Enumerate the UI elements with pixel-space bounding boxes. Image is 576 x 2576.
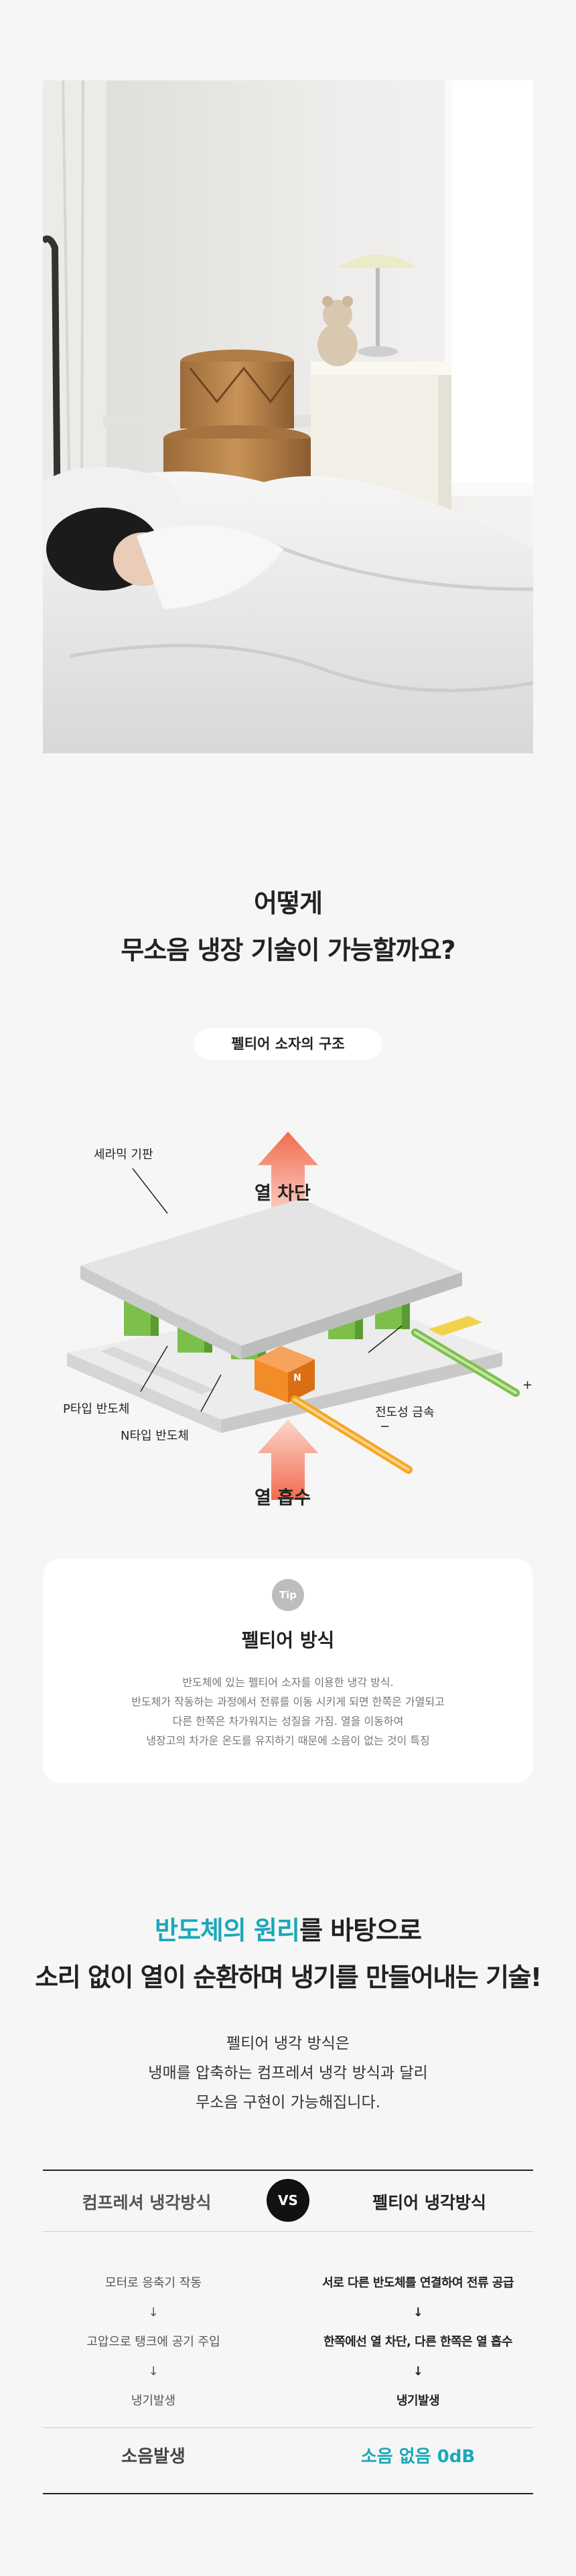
peltier-diagram: 세라믹 기판 열 차단 P타입 반도체 N타입 반도체 전도성 금속 + − N… <box>0 1065 576 1533</box>
compressor-title: 컴프레셔 냉각방식 <box>82 2193 212 2212</box>
heat-absorb-arrow <box>258 1420 318 1500</box>
peltier-result: 소음 없음 0dB <box>360 2447 476 2467</box>
peltier-steps: 서로 다른 반도체를 연결하여 전류 공급 ↓ 한쪽에선 열 차단, 다른 한쪽… <box>297 2269 538 2416</box>
vs-badge: VS <box>267 2179 309 2222</box>
tip-badge: Tip <box>272 1579 304 1611</box>
compressor-step: 고압으로 탱크에 공기 주입 <box>86 2335 220 2349</box>
conductive-metal-label: 전도성 금속 <box>375 1406 435 1420</box>
tip-line: 냉장고의 차가운 온도를 유지하기 때문에 소음이 없는 것이 특징 <box>146 1734 430 1747</box>
principle-line-1: 반도체의 원리를 바탕으로 <box>0 1910 576 1947</box>
structure-pill: 펠티어 소자의 구조 <box>194 1028 382 1060</box>
arrow-down: ↓ <box>148 2305 159 2320</box>
question-line-1: 어떻게 <box>254 889 323 918</box>
ceramic-label: 세라믹 기판 <box>94 1148 153 1162</box>
question-line-2: 무소음 냉장 기술이 가능할까요? <box>121 935 455 965</box>
arrow-down: ↓ <box>148 2364 159 2378</box>
principle-description: 펠티어 냉각 방식은 냉매를 압축하는 컴프레셔 냉각 방식과 달리 무소음 구… <box>0 2029 576 2117</box>
compressor-step: 냉기발생 <box>131 2394 176 2408</box>
table-header-divider <box>43 2231 533 2232</box>
tip-line: 반도체가 작동하는 과정에서 전류를 이동 시키게 되면 한쪽은 가열되고 <box>131 1695 445 1708</box>
table-result-divider <box>43 2427 533 2428</box>
comparison-table: 컴프레셔 냉각방식 VS 펠티어 냉각방식 모터로 응축기 작동 ↓ 고압으로 … <box>43 2170 533 2494</box>
arrow-down: ↓ <box>413 2305 423 2320</box>
peltier-step: 냉기발생 <box>396 2394 440 2408</box>
peltier-step: 서로 다른 반도체를 연결하여 전류 공급 <box>322 2276 514 2290</box>
peltier-step: 한쪽에선 열 차단, 다른 한쪽은 열 흡수 <box>323 2335 512 2349</box>
principle-accent: 반도체의 원리 <box>154 1916 300 1945</box>
principle-line-1-rest: 를 바탕으로 <box>299 1916 422 1945</box>
compressor-step: 모터로 응축기 작동 <box>105 2276 202 2290</box>
principle-desc-line: 무소음 구현이 가능해집니다. <box>196 2094 380 2111</box>
table-top-border <box>43 2170 533 2171</box>
heat-absorb-label: 열 흡수 <box>255 1488 311 1509</box>
minus-sign: − <box>380 1420 390 1434</box>
principle-desc-line: 펠티어 냉각 방식은 <box>226 2035 350 2052</box>
n-marker: N <box>293 1373 301 1383</box>
p-type-label: P타입 반도체 <box>63 1402 130 1416</box>
peltier-title: 펠티어 냉각방식 <box>372 2193 486 2212</box>
tip-body: 반도체에 있는 펠티어 소자를 이용한 냉각 방식. 반도체가 작동하는 과정에… <box>43 1673 533 1750</box>
heat-block-label: 열 차단 <box>255 1183 311 1204</box>
principle-desc-line: 냉매를 압축하는 컴프레셔 냉각 방식과 달리 <box>148 2064 428 2082</box>
tip-title: 펠티어 방식 <box>241 1629 335 1651</box>
heat-block-arrow <box>258 1132 318 1219</box>
bedroom-photo <box>43 80 533 753</box>
principle-line-2: 소리 없이 열이 순환하며 냉기를 만들어내는 기술! <box>35 1963 542 1992</box>
tip-line: 다른 한쪽은 차가워지는 성질을 가짐. 열을 이동하여 <box>172 1715 404 1728</box>
arrow-down: ↓ <box>413 2364 423 2378</box>
table-bottom-border <box>43 2493 533 2494</box>
compressor-steps: 모터로 응축기 작동 ↓ 고압으로 탱크에 공기 주입 ↓ 냉기발생 <box>43 2269 264 2416</box>
n-type-label: N타입 반도체 <box>121 1429 189 1443</box>
tip-card: Tip 펠티어 방식 반도체에 있는 펠티어 소자를 이용한 냉각 방식. 반도… <box>43 1559 533 1783</box>
plus-sign: + <box>522 1378 533 1392</box>
tip-line: 반도체에 있는 펠티어 소자를 이용한 냉각 방식. <box>182 1676 394 1689</box>
compressor-result: 소음발생 <box>121 2447 186 2467</box>
